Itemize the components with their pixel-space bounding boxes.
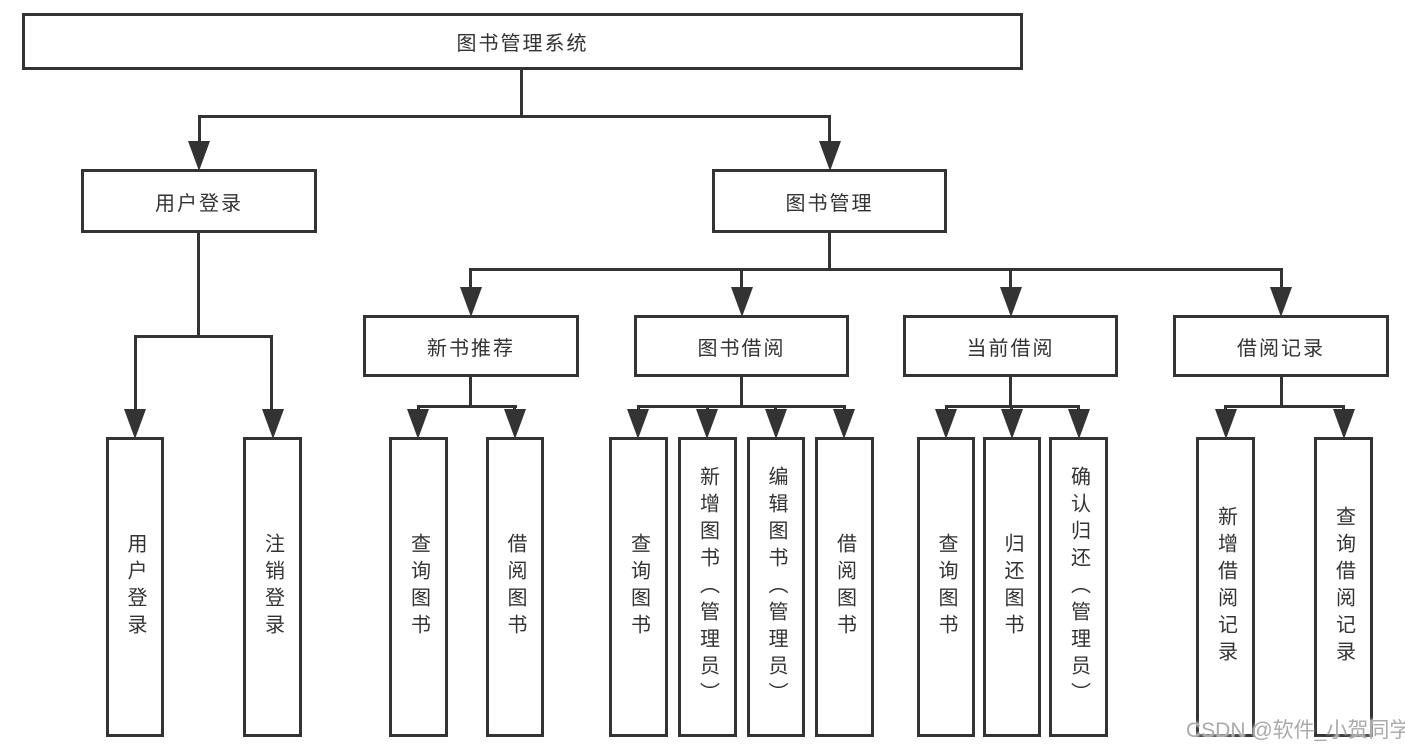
node-book-borrowing: 图书借阅 xyxy=(634,315,849,377)
leaf-label: 确认归还（管理员） xyxy=(1067,465,1090,709)
arrow-down-icon xyxy=(627,409,649,439)
leaf-label: 新增借阅记录 xyxy=(1214,506,1237,668)
arrow-down-icon xyxy=(1215,409,1237,439)
leaf-confirm-return-admin: 确认归还（管理员） xyxy=(1049,437,1108,737)
connector-line xyxy=(198,115,831,118)
leaf-label: 注销登录 xyxy=(261,533,284,641)
arrow-down-icon xyxy=(188,141,210,171)
leaf-add-borrow-record: 新增借阅记录 xyxy=(1196,437,1255,737)
node-label: 图书管理系统 xyxy=(456,33,589,55)
leaf-label: 借阅图书 xyxy=(504,533,526,641)
leaf-label: 查询图书 xyxy=(407,533,430,641)
leaf-query-books-borrow: 查询图书 xyxy=(609,437,668,737)
leaf-label: 借阅图书 xyxy=(833,533,856,641)
leaf-borrow-books: 借阅图书 xyxy=(815,437,874,737)
arrow-down-icon xyxy=(731,287,753,317)
leaf-add-books-admin: 新增图书（管理员） xyxy=(678,437,737,737)
node-label: 新书推荐 xyxy=(427,337,515,360)
connector-line xyxy=(270,335,273,412)
leaf-logout: 注销登录 xyxy=(243,437,302,737)
arrow-down-icon xyxy=(1000,287,1022,317)
connector-line xyxy=(1224,405,1345,408)
connector-line xyxy=(828,115,831,145)
arrow-down-icon xyxy=(1270,287,1292,317)
connector-line xyxy=(469,268,472,292)
leaf-label: 新增图书（管理员） xyxy=(696,465,719,709)
arrow-down-icon xyxy=(765,409,787,439)
arrow-down-icon xyxy=(935,409,957,439)
leaf-label: 归还图书 xyxy=(1001,533,1023,641)
connector-line xyxy=(520,69,523,118)
arrow-down-icon xyxy=(819,141,841,171)
arrow-down-icon xyxy=(460,287,482,317)
connector-line xyxy=(637,405,846,408)
connector-line xyxy=(134,335,137,412)
node-new-book-recommendation: 新书推荐 xyxy=(363,315,579,377)
node-borrowing-records: 借阅记录 xyxy=(1173,315,1389,377)
connector-line xyxy=(197,233,200,338)
leaf-label: 查询图书 xyxy=(627,533,650,641)
leaf-label: 查询借阅记录 xyxy=(1332,506,1355,668)
connector-line xyxy=(740,268,743,292)
leaf-user-login: 用户登录 xyxy=(106,437,164,737)
arrow-down-icon xyxy=(1001,409,1023,439)
leaf-query-books-current: 查询图书 xyxy=(917,437,975,737)
arrow-down-icon xyxy=(696,409,718,439)
connector-line xyxy=(469,268,1283,271)
node-current-borrowing: 当前借阅 xyxy=(903,315,1118,377)
connector-line xyxy=(469,377,472,408)
leaf-query-books-recommend: 查询图书 xyxy=(389,437,448,737)
connector-line xyxy=(198,115,201,145)
node-library-management-system: 图书管理系统 xyxy=(22,13,1023,70)
arrow-down-icon xyxy=(1068,409,1090,439)
watermark-csdn: CSDN @软件_小贺同学 xyxy=(1186,719,1405,742)
node-user-login: 用户登录 xyxy=(81,169,317,233)
leaf-label: 编辑图书（管理员） xyxy=(765,465,787,709)
node-label: 图书借阅 xyxy=(697,337,786,360)
connector-line xyxy=(1280,268,1283,292)
node-label: 借阅记录 xyxy=(1237,337,1325,360)
node-label: 图书管理 xyxy=(785,192,874,215)
arrow-down-icon xyxy=(833,409,855,439)
arrow-down-icon xyxy=(124,409,146,439)
connector-line xyxy=(134,335,273,338)
connector-line xyxy=(417,405,517,408)
connector-line xyxy=(740,377,743,408)
arrow-down-icon xyxy=(504,409,526,439)
connector-line xyxy=(1009,268,1012,292)
leaf-query-borrow-record: 查询借阅记录 xyxy=(1314,437,1373,737)
connector-line xyxy=(828,233,831,271)
arrow-down-icon xyxy=(1333,409,1355,439)
arrow-down-icon xyxy=(262,409,284,439)
leaf-return-books: 归还图书 xyxy=(983,437,1041,737)
leaf-label: 用户登录 xyxy=(124,533,146,641)
connector-line xyxy=(1280,377,1283,408)
leaf-edit-books-admin: 编辑图书（管理员） xyxy=(747,437,805,737)
node-label: 当前借阅 xyxy=(966,337,1055,360)
node-label: 用户登录 xyxy=(155,192,243,215)
arrow-down-icon xyxy=(407,409,429,439)
leaf-borrow-books-recommend: 借阅图书 xyxy=(486,437,544,737)
node-book-management: 图书管理 xyxy=(712,169,947,233)
connector-line xyxy=(1009,377,1012,408)
leaf-label: 查询图书 xyxy=(935,533,957,641)
